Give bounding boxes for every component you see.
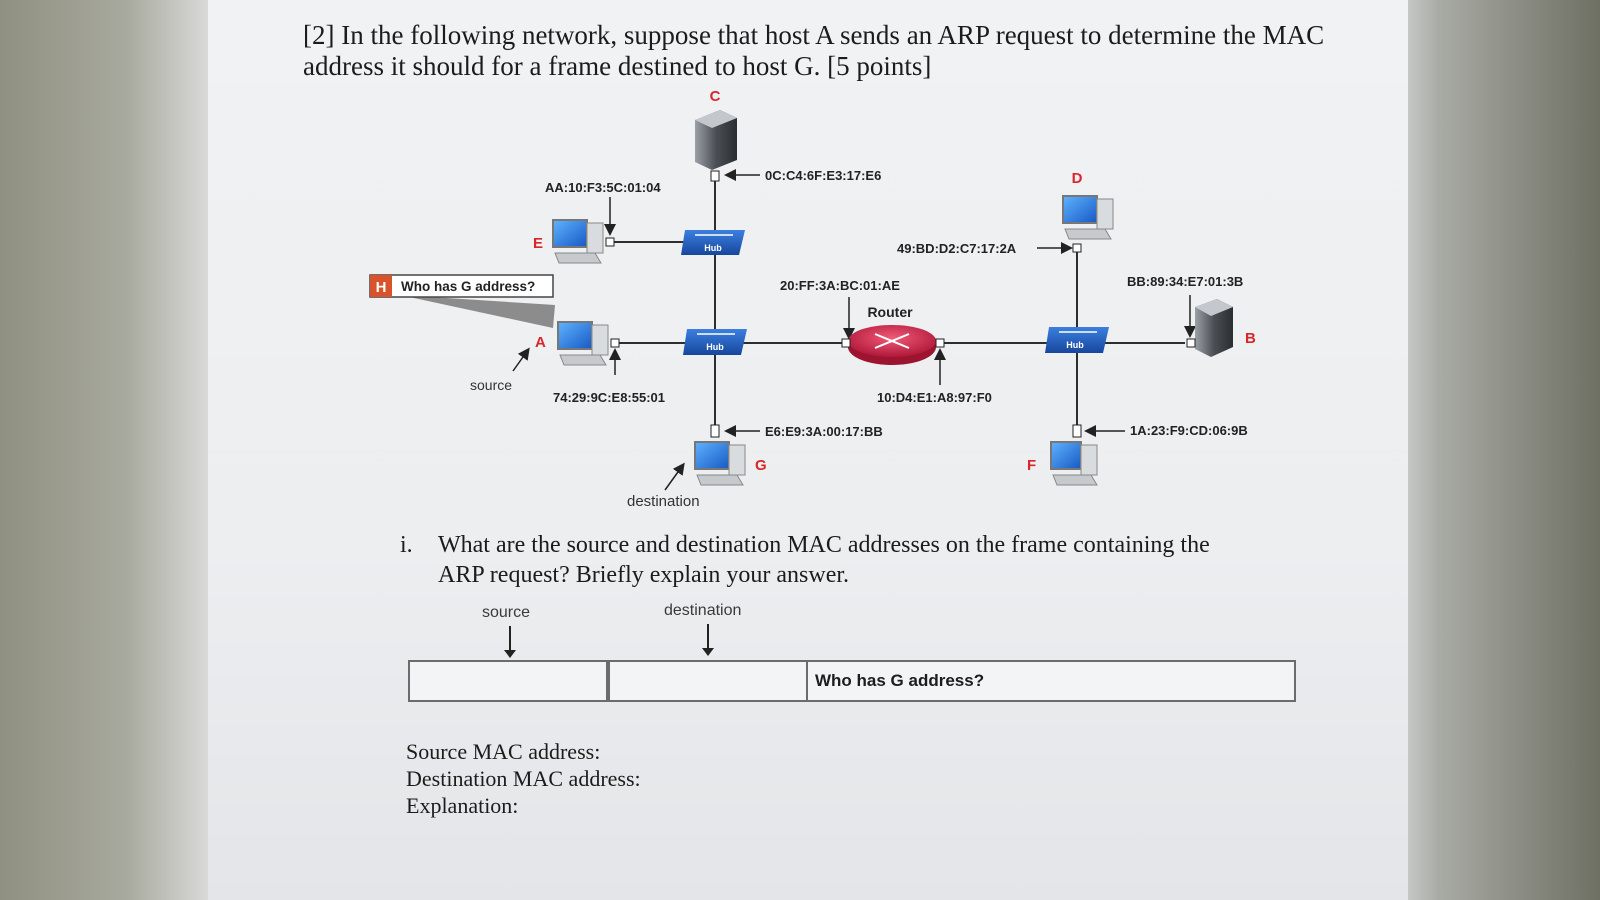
answer-explanation: Explanation: xyxy=(406,793,519,818)
svg-text:Hub: Hub xyxy=(704,243,722,253)
answer-section: Source MAC address: Destination MAC addr… xyxy=(406,738,641,819)
mac-f: 1A:23:F9:CD:06:9B xyxy=(1130,423,1248,438)
callout-text: Who has G address? xyxy=(401,279,535,294)
network-diagram: C 0C:C4:6F:E3:17:E6 AA:10:F3:5C:01:04 E … xyxy=(369,88,1256,510)
hub-top-icon: Hub xyxy=(681,230,745,255)
host-label-c: C xyxy=(710,88,721,105)
host-label-d: D xyxy=(1072,170,1083,187)
hub-right-icon: Hub xyxy=(1045,327,1109,353)
frame-destination-arrow xyxy=(702,624,714,656)
mac-b: BB:89:34:E7:01:3B xyxy=(1127,274,1243,289)
question-line-1: [2] In the following network, suppose th… xyxy=(303,20,1325,50)
router-icon xyxy=(841,325,945,365)
frame-source-label: source xyxy=(482,604,531,621)
hub-middle-icon: Hub xyxy=(683,329,747,355)
pc-a-icon xyxy=(557,321,620,366)
mac-g: E6:E9:3A:00:17:BB xyxy=(765,424,883,439)
frame-payload-text: Who has G address? xyxy=(815,671,985,690)
frame-destination-label: destination xyxy=(664,602,742,619)
worksheet-page xyxy=(208,0,1408,900)
mac-a: 74:29:9C:E8:55:01 xyxy=(553,390,665,405)
server-b-icon xyxy=(1186,299,1233,357)
sub-question-line-1: What are the source and destination MAC … xyxy=(438,532,1210,558)
frame-source-arrow xyxy=(504,626,516,658)
pc-f-icon xyxy=(1050,441,1098,486)
frame-payload-field xyxy=(806,660,1296,702)
source-label: source xyxy=(470,377,512,393)
server-c-icon xyxy=(695,110,737,182)
pc-d-icon xyxy=(1062,195,1114,253)
host-label-a: A xyxy=(535,334,546,351)
question-line-2: address it should for a frame destined t… xyxy=(303,51,932,81)
mac-router-right: 10:D4:E1:A8:97:F0 xyxy=(877,390,992,405)
host-label-b: B xyxy=(1245,330,1256,347)
mac-e: AA:10:F3:5C:01:04 xyxy=(545,180,661,195)
sub-question-text: What are the source and destination MAC … xyxy=(438,530,1298,590)
question-text: [2] In the following network, suppose th… xyxy=(303,20,1343,82)
svg-text:Hub: Hub xyxy=(1066,340,1084,350)
host-label-f: F xyxy=(1027,457,1036,474)
arp-callout: H Who has G address? xyxy=(369,274,555,328)
callout-h-letter: H xyxy=(376,279,387,296)
pc-g-icon xyxy=(694,441,746,486)
frame-destination-field[interactable] xyxy=(608,660,808,702)
pc-e-icon xyxy=(552,219,615,264)
host-label-g: G xyxy=(755,457,767,474)
sub-question-line-2: ARP request? Briefly explain your answer… xyxy=(438,562,850,588)
host-label-e: E xyxy=(533,235,543,252)
mac-d: 49:BD:D2:C7:17:2A xyxy=(897,241,1017,256)
sub-question-number: i. xyxy=(400,532,413,558)
router-label: Router xyxy=(867,304,913,320)
frame-source-field[interactable] xyxy=(408,660,608,702)
destination-label: destination xyxy=(627,493,700,510)
answer-destination: Destination MAC address: xyxy=(406,766,641,791)
mac-router-left: 20:FF:3A:BC:01:AE xyxy=(780,278,900,293)
svg-text:Hub: Hub xyxy=(706,342,724,352)
answer-source: Source MAC address: xyxy=(406,739,601,764)
mac-c: 0C:C4:6F:E3:17:E6 xyxy=(765,168,881,183)
